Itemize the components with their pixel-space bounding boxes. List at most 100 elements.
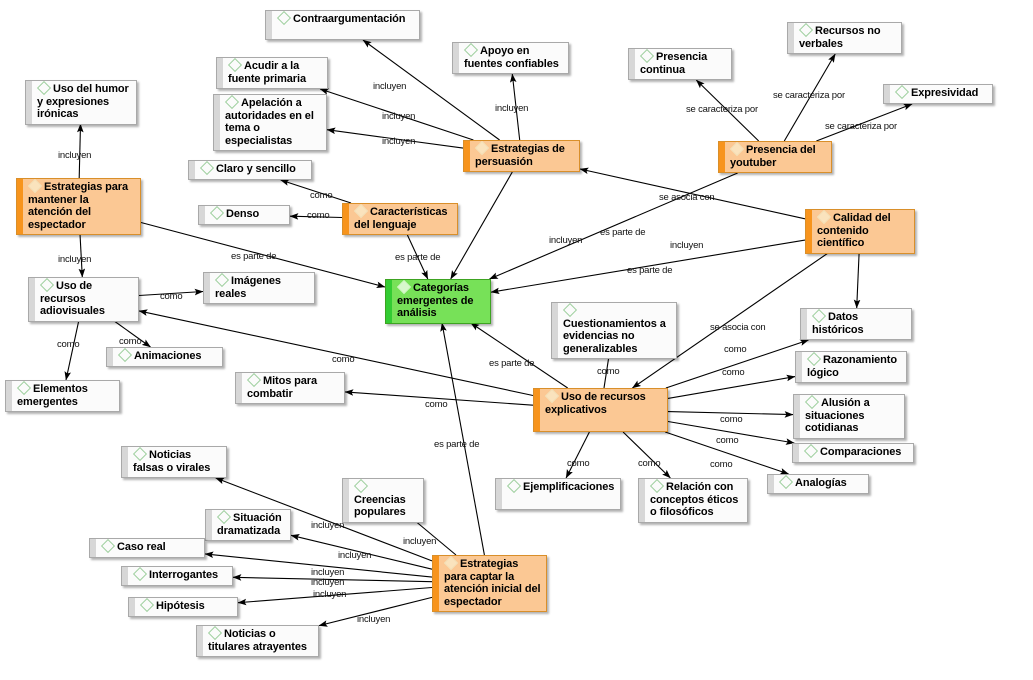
concept-node-claro-sencillo[interactable]: Claro y sencillo (188, 160, 312, 180)
concept-node-label: Estrategias para mantener la atención de… (21, 179, 136, 231)
diamond-icon (139, 598, 155, 613)
concept-node-comparaciones[interactable]: Comparaciones (792, 443, 914, 463)
concept-node-label: Contraargumentación (270, 11, 415, 26)
concept-node-analogias[interactable]: Analogías (767, 474, 869, 494)
edge-label: como (724, 344, 747, 355)
node-accent-bar (122, 567, 128, 585)
node-accent-bar (266, 11, 272, 39)
concept-node-presencia-youtuber[interactable]: Presencia del youtuber (718, 141, 832, 173)
concept-node-creencias-populares[interactable]: Creencias populares (342, 478, 424, 523)
concept-node-recursos-no-verbales[interactable]: Recursos no verbales (787, 22, 902, 54)
concept-node-label: Expresividad (888, 85, 988, 100)
concept-node-caso-real[interactable]: Caso real (89, 538, 205, 558)
diamond-icon (246, 373, 262, 388)
concept-node-apoyo-fuentes[interactable]: Apoyo en fuentes confiables (452, 42, 569, 74)
edge-uso-recursos-explicativos-to-razonamiento-logico (667, 374, 796, 399)
edge-label: incluyen (495, 103, 529, 114)
diamond-icon (506, 479, 522, 494)
concept-node-noticias-falsas[interactable]: Noticias falsas o virales (121, 446, 227, 478)
edge-uso-recursos-explicativos-to-mitos-combatir (344, 389, 534, 406)
concept-node-contraargumentacion[interactable]: Contraargumentación (265, 10, 420, 40)
edge-estrategias-persuasion-to-categorias-emergentes (450, 171, 513, 280)
diamond-icon (353, 204, 369, 219)
diamond-icon (811, 309, 827, 324)
node-accent-bar (806, 210, 812, 253)
edge-label: incluyen (670, 240, 704, 251)
node-accent-bar (793, 444, 799, 462)
concept-node-uso-recursos-audiovisuales[interactable]: Uso de recursos adiovisuales (28, 277, 139, 322)
edge-calidad-contenido-to-estrategias-persuasion (579, 167, 806, 220)
concept-node-denso[interactable]: Denso (198, 205, 290, 225)
concept-node-categorias-emergentes[interactable]: Categorías emergentes de análisis (385, 279, 491, 324)
diamond-icon (544, 389, 560, 404)
node-accent-bar (204, 273, 210, 303)
node-accent-bar (17, 179, 23, 234)
edge-label: como (425, 399, 448, 410)
concept-node-estrategias-mantener[interactable]: Estrategias para mantener la atención de… (16, 178, 141, 235)
edge-calidad-contenido-to-datos-historicos (853, 252, 861, 309)
diamond-icon (27, 179, 43, 194)
concept-node-label: Denso (203, 206, 285, 221)
diamond-icon (132, 447, 148, 462)
node-accent-bar (719, 142, 725, 172)
edge-label: como (638, 458, 661, 469)
concept-node-calidad-contenido[interactable]: Calidad del contenido científico (805, 209, 915, 254)
concept-node-label: Uso de recursos adiovisuales (33, 277, 134, 318)
edge-uso-recursos-audiovisuales-to-imagenes-reales (138, 288, 204, 297)
edge-label: como (310, 190, 333, 201)
concept-node-uso-humor[interactable]: Uso del humor y expresiones irónicas (25, 80, 137, 125)
diamond-icon (729, 142, 745, 157)
concept-node-hipotesis[interactable]: Hipótesis (128, 597, 238, 617)
concept-node-imagenes-reales[interactable]: Imágenes reales (203, 272, 315, 304)
concept-node-interrogantes[interactable]: Interrogantes (121, 566, 233, 586)
concept-node-acudir-fuente[interactable]: Acudir a la fuente primaria (216, 57, 328, 89)
concept-node-mitos-combatir[interactable]: Mitos para combatir (235, 372, 345, 404)
diamond-icon (474, 141, 490, 156)
concept-node-situacion-dramatizada[interactable]: Situación dramatizada (205, 509, 291, 541)
edge-label: incluyen (311, 520, 345, 531)
concept-node-elementos-emergentes[interactable]: Elementos emergentes (5, 380, 120, 412)
concept-node-expresividad[interactable]: Expresividad (883, 84, 993, 104)
edge-label: es parte de (231, 251, 277, 262)
edge-label: como (710, 459, 733, 470)
node-accent-bar (217, 58, 223, 88)
edge-label: se caracteriza por (825, 121, 897, 132)
concept-node-cuestionamientos[interactable]: Cuestionamientos a evidencias no general… (551, 302, 677, 359)
concept-node-label: Presencia del youtuber (723, 142, 827, 169)
diamond-icon (806, 352, 822, 367)
concept-node-presencia-continua[interactable]: Presencia continua (628, 48, 732, 80)
node-accent-bar (129, 598, 135, 616)
concept-node-animaciones[interactable]: Animaciones (106, 347, 223, 367)
node-accent-bar (552, 303, 558, 358)
edge-uso-recursos-explicativos-to-relacion-conceptos (622, 431, 671, 479)
diamond-icon (16, 381, 32, 396)
concept-node-ejemplificaciones[interactable]: Ejemplificaciones (495, 478, 621, 510)
node-accent-bar (90, 539, 96, 557)
concept-node-label: Apelación a autoridades en el tema o esp… (218, 95, 322, 147)
concept-node-label: Animaciones (111, 348, 218, 363)
diamond-icon (214, 273, 230, 288)
edge-estrategias-captar-to-noticias-titulares (318, 596, 433, 627)
edge-label: como (307, 210, 330, 221)
concept-node-label: Noticias o titulares atrayentes (201, 626, 314, 653)
edge-estrategias-persuasion-to-contraargumentacion (362, 39, 500, 141)
edge-label: incluyen (58, 254, 92, 265)
concept-node-estrategias-persuasion[interactable]: Estrategias de persuasión (463, 140, 580, 172)
concept-node-apelacion-autoridades[interactable]: Apelación a autoridades en el tema o esp… (213, 94, 327, 151)
edge-label: se caracteriza por (773, 90, 845, 101)
concept-node-noticias-titulares[interactable]: Noticias o titulares atrayentes (196, 625, 319, 657)
concept-node-alusion-situaciones[interactable]: Alusión a situaciones cotidianas (793, 394, 905, 439)
concept-node-label: Imágenes reales (208, 273, 310, 300)
concept-node-datos-historicos[interactable]: Datos históricos (800, 308, 912, 340)
concept-node-caracteristicas-lenguaje[interactable]: Características del lenguaje (342, 203, 458, 235)
edge-label: incluyen (549, 235, 583, 246)
concept-node-label: Alusión a situaciones cotidianas (798, 394, 900, 435)
concept-node-label: Hipótesis (133, 598, 233, 613)
concept-node-razonamiento-logico[interactable]: Razonamiento lógico (795, 351, 907, 383)
node-accent-bar (206, 510, 212, 540)
concept-node-estrategias-captar[interactable]: Estrategias para captar la atención inic… (432, 555, 547, 612)
diamond-icon (216, 510, 232, 525)
concept-node-relacion-conceptos[interactable]: Relación con conceptos éticos o filosófi… (638, 478, 748, 523)
concept-node-uso-recursos-explicativos[interactable]: Uso de recursos explicativos (533, 388, 668, 432)
edge-estrategias-mantener-to-categorias-emergentes (140, 221, 386, 289)
